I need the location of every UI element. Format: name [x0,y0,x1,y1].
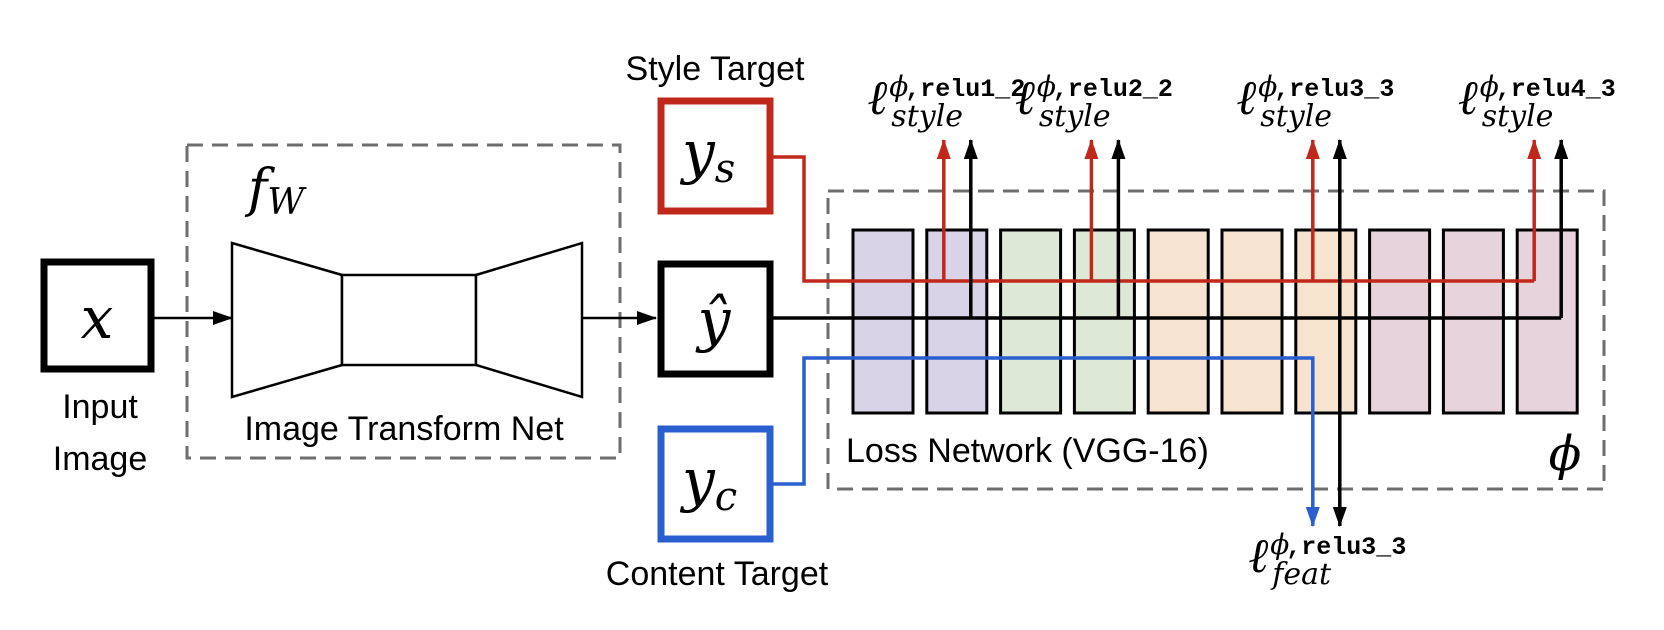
vgg-block-relu1 [925,228,989,415]
transform-net-symbol: fW [244,159,307,223]
style-target-path [772,155,1535,283]
loss-layer: ,relu4_3 [1496,75,1616,104]
loss-phi: ϕ [889,70,908,103]
vgg-block-relu3 [1220,228,1284,415]
loss-phi: ϕ [1258,70,1277,103]
loss-subscript: style [1482,99,1554,134]
vgg-block-relu2 [999,228,1063,415]
output-symbol: ŷ [695,286,732,354]
vgg-block-relu4 [1441,228,1505,415]
content-target-label: Content Target [606,555,829,593]
loss-phi: ϕ [1037,70,1056,103]
vgg-block-relu3 [1146,228,1210,415]
vgg-block-relu4 [1368,228,1432,415]
loss-layer: ,relu1_2 [905,75,1025,104]
loss-network-symbol: ϕ [1549,426,1582,482]
loss-phi: ϕ [1270,528,1289,561]
loss-symbol: ℓ [1236,70,1256,126]
input-image-box[interactable] [40,258,155,373]
content-target-box[interactable] [657,425,774,543]
loss-symbol: ℓ [1458,70,1478,126]
transform-net-region [185,143,622,460]
loss-network-region [826,189,1606,491]
loss-symbol: ℓ [867,70,887,126]
vgg-block-relu2 [1072,228,1136,415]
vgg-block-relu3 [1294,228,1358,415]
input-label-line2: Image [53,440,148,478]
output-image-box[interactable] [657,260,774,378]
style-target-box[interactable] [657,97,774,215]
residual-block-shape [340,273,478,367]
vgg-block-relu1 [851,228,915,415]
content-target-path [772,356,1320,527]
loss-subscript: style [891,99,963,134]
style-target-symbol: ys [679,118,735,192]
input-symbol: x [81,284,114,352]
encoder-shape [230,241,344,399]
loss-phi: ϕ [1480,70,1499,103]
loss-symbol: ℓ [1015,70,1035,126]
style-target-label: Style Target [626,50,805,88]
loss-subscript: feat [1270,557,1332,592]
input-label-line1: Input [62,388,138,426]
loss-symbol: ℓ [1248,528,1268,584]
loss-network-label: Loss Network (VGG-16) [846,432,1209,470]
loss-subscript: style [1260,99,1332,134]
decoder-shape [474,241,584,399]
loss-layer: ,relu2_2 [1053,75,1173,104]
vgg-block-relu4 [1515,228,1579,415]
loss-layer: ,relu3_3 [1274,75,1394,104]
content-target-symbol: yc [679,446,737,520]
loss-layer: ,relu3_3 [1286,533,1406,562]
vgg-blocks [851,228,1579,415]
connections [772,139,1569,527]
loss-subscript: style [1039,99,1111,134]
transform-net-label: Image Transform Net [244,410,564,448]
